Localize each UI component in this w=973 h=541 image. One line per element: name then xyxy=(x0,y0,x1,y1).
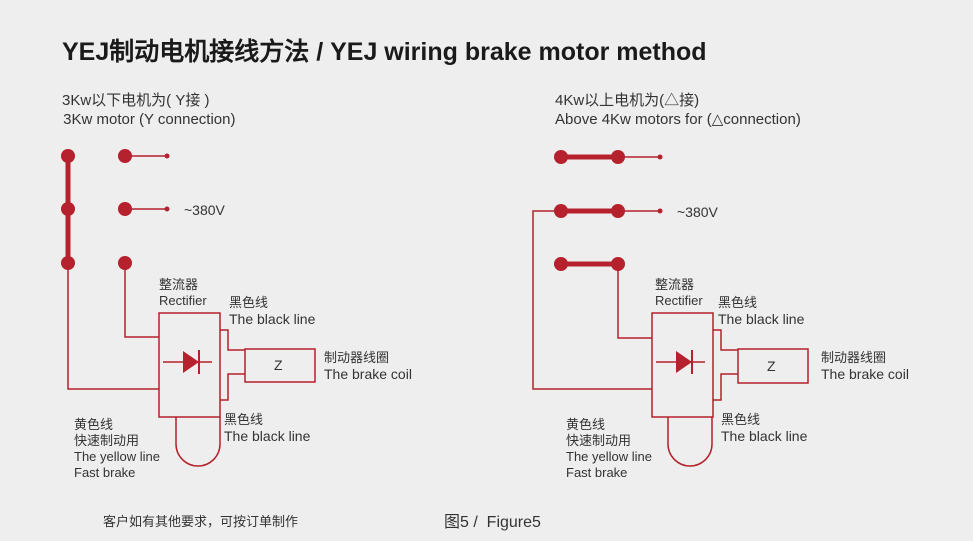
left-terminal-w2 xyxy=(61,149,75,163)
left-coil-wire-top xyxy=(220,329,245,351)
right-black-top-en: The black line xyxy=(718,311,805,327)
left-yellow-cn2: 快速制动用 xyxy=(74,433,140,448)
left-yellow-loop xyxy=(175,417,221,467)
right-yellow-cn2: 快速制动用 xyxy=(566,433,632,448)
right-heading-en: Above 4Kw motors for (△connection) xyxy=(555,111,801,128)
right-diagram xyxy=(532,150,809,467)
page-title: YEJ制动电机接线方法 / YEJ wiring brake motor met… xyxy=(62,38,707,66)
left-black-bottom-en: The black line xyxy=(224,428,311,444)
left-coil-box xyxy=(244,348,316,383)
left-rectifier-box xyxy=(158,312,221,418)
right-yellow-en1: The yellow line xyxy=(566,449,652,464)
right-heading-cn: 4Kw以上电机为(△接) xyxy=(555,92,700,109)
right-wire-delta-to-rectifier xyxy=(532,210,652,390)
right-coil-letter: Z xyxy=(767,358,776,374)
right-black-bottom-cn: 黑色线 xyxy=(721,412,761,427)
left-black-top-cn: 黑色线 xyxy=(229,295,269,310)
right-rectifier-en: Rectifier xyxy=(655,293,703,308)
right-coil-box xyxy=(737,348,809,384)
right-diode-icon xyxy=(676,351,692,373)
left-diagram xyxy=(61,149,316,467)
left-heading-en: 3Kw motor (Y connection) xyxy=(59,111,236,128)
right-black-bottom-en: The black line xyxy=(721,428,808,444)
left-rectifier-en: Rectifier xyxy=(159,293,207,308)
left-terminal-u2 xyxy=(61,202,75,216)
left-coil-cn: 制动器线圈 xyxy=(324,350,390,365)
left-coil-wire-bottom xyxy=(220,373,245,401)
right-yellow-en2: Fast brake xyxy=(566,465,628,480)
right-black-top-cn: 黑色线 xyxy=(718,295,758,310)
left-coil-en: The brake coil xyxy=(324,366,412,382)
left-rectifier-cn: 整流器 xyxy=(159,277,199,292)
left-yellow-en1: The yellow line xyxy=(74,449,160,464)
right-rectifier-cn: 整流器 xyxy=(655,277,695,292)
right-wire-to-rectifier xyxy=(617,264,652,339)
right-yellow-loop xyxy=(667,417,713,467)
left-coil-letter: Z xyxy=(274,357,283,373)
left-yellow-en2: Fast brake xyxy=(74,465,136,480)
left-black-bottom-cn: 黑色线 xyxy=(224,412,264,427)
right-coil-en: The brake coil xyxy=(821,366,909,382)
left-black-top-en: The black line xyxy=(229,311,316,327)
left-yellow-cn1: 黄色线 xyxy=(74,417,114,432)
figure-caption: 图5 / Figure5 xyxy=(444,514,541,531)
left-voltage-label: ~380V xyxy=(184,202,225,218)
left-wire-star-to-rectifier xyxy=(67,263,159,390)
right-coil-cn: 制动器线圈 xyxy=(821,350,887,365)
footnote: 客户如有其他要求，可按订单制作 xyxy=(103,514,299,529)
left-heading-cn: 3Kw以下电机为( Y接 ) xyxy=(62,92,210,109)
right-yellow-cn1: 黄色线 xyxy=(566,417,606,432)
right-rectifier-box xyxy=(651,312,714,418)
right-voltage-label: ~380V xyxy=(677,204,718,220)
left-diode-icon xyxy=(183,351,199,373)
left-wire-to-rectifier xyxy=(124,263,159,338)
